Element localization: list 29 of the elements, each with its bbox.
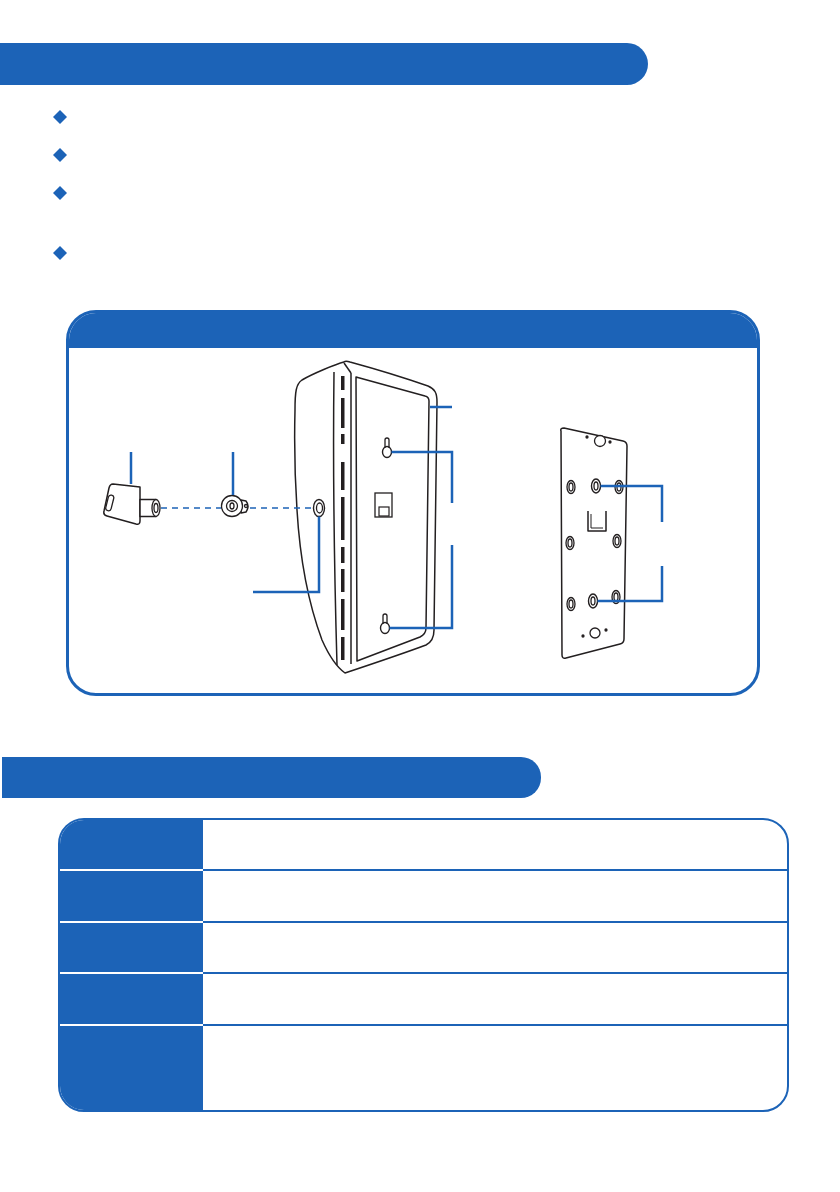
leader-line: [600, 484, 664, 522]
leader-line: [430, 405, 452, 409]
leader-line: [597, 566, 664, 603]
device-drawing: [293, 360, 438, 674]
mounting-plate-drawing: [560, 427, 628, 659]
cap-drawing: [220, 494, 249, 518]
back-cover: [355, 376, 430, 662]
leader-line: [389, 545, 454, 630]
table-header-cell: [60, 923, 203, 972]
table-frame: [58, 818, 789, 1112]
panel-header-band: [69, 313, 757, 348]
header-band: [2, 757, 541, 798]
keyhole-slot: [379, 613, 391, 635]
keyhole-slot: [381, 437, 393, 459]
illustration-panel: [66, 310, 760, 696]
key-drawing: [103, 483, 161, 525]
alignment-line: [160, 507, 222, 509]
lock-hole: [312, 498, 326, 518]
screw-hole: [590, 478, 602, 494]
table-header-cell: [60, 820, 203, 869]
leader-line: [231, 452, 235, 495]
table-header-cell: [60, 974, 203, 1024]
table-header-cell: [60, 1026, 203, 1110]
leader-line: [391, 450, 454, 503]
header-band: [0, 43, 648, 85]
screw-hole: [587, 593, 599, 609]
leader-line: [253, 516, 321, 594]
table-header-cell: [60, 871, 203, 921]
leader-line: [129, 452, 133, 484]
